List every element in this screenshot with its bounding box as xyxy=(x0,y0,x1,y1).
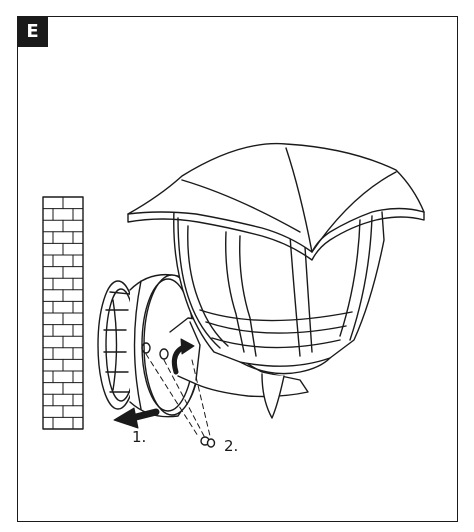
lantern-body xyxy=(173,209,385,419)
figure-tag: E xyxy=(17,16,48,47)
pull-arrow xyxy=(113,407,160,429)
step-2-label: 2. xyxy=(224,437,239,455)
brick-wall xyxy=(42,196,84,430)
screw-guide-lines xyxy=(145,353,211,437)
step-1-label: 1. xyxy=(132,428,147,446)
mounting-plate xyxy=(97,280,139,410)
screws xyxy=(200,436,216,448)
lantern-roof xyxy=(127,142,425,261)
rotate-arrow xyxy=(171,338,195,375)
